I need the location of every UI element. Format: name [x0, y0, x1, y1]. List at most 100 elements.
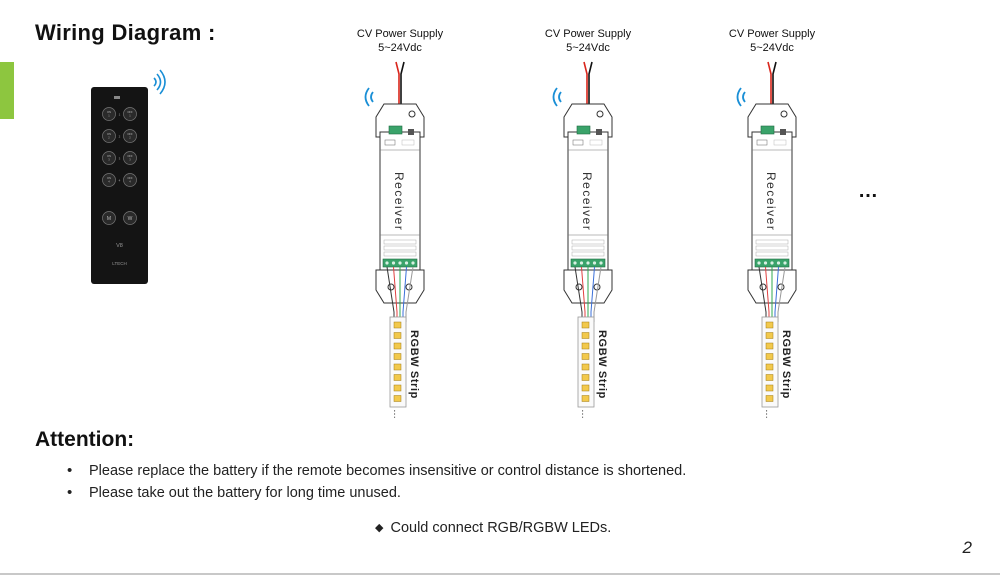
- receiver-body: Receiver: [747, 103, 797, 304]
- led-chip: [393, 342, 402, 350]
- rgbw-strip: … RGBW Strip: [761, 316, 792, 419]
- svg-text:3: 3: [129, 158, 131, 162]
- receiver-diagram: Receiver … RGBW Strip: [364, 61, 425, 419]
- svg-text:OFF: OFF: [127, 132, 133, 136]
- led-chip: [765, 363, 774, 371]
- feature-note-text: Could connect RGB/RGBW LEDs.: [390, 520, 612, 536]
- wireless-signal-icon: [364, 87, 374, 107]
- svg-text:OFF: OFF: [127, 176, 133, 180]
- led-chip: [393, 353, 402, 360]
- attention-item: Please take out the battery for long tim…: [66, 482, 686, 504]
- svg-text:2: 2: [129, 136, 131, 140]
- page-title: Wiring Diagram :: [35, 20, 216, 45]
- wireless-signal-icon: [552, 87, 562, 107]
- led-chip: [393, 374, 402, 381]
- receiver-body-label: Receiver: [764, 172, 778, 231]
- led-chip: [765, 332, 774, 339]
- strip-continuation: …: [579, 409, 590, 419]
- led-chip: [581, 384, 590, 392]
- rgbw-strip: … RGBW Strip: [389, 316, 420, 419]
- svg-text:W: W: [128, 216, 133, 222]
- power-supply-label: CV Power Supply 5~24Vdc: [513, 27, 663, 55]
- bottom-divider: [0, 573, 1000, 575]
- accent-bar: [0, 62, 14, 119]
- svg-text:4: 4: [108, 180, 110, 184]
- led-chip: [765, 395, 774, 402]
- page-number: 2: [962, 538, 972, 557]
- power-supply-title: CV Power Supply: [728, 28, 816, 40]
- wifi-signal-icon: [153, 69, 166, 95]
- svg-text:ON: ON: [107, 110, 111, 114]
- output-terminal: [570, 258, 606, 268]
- wireless-signal-icon: [736, 87, 746, 107]
- remote-zone-on-button: ON4: [102, 173, 116, 187]
- receiver-body-label: Receiver: [580, 172, 594, 231]
- strip-continuation: …: [763, 409, 774, 419]
- svg-text:ON: ON: [107, 154, 111, 158]
- strip-label: RGBW Strip: [780, 330, 792, 399]
- led-chip: [393, 332, 402, 339]
- svg-text:2: 2: [119, 135, 121, 139]
- power-supply-title: CV Power Supply: [356, 28, 444, 40]
- led-chip: [393, 363, 402, 371]
- more-receivers-ellipsis: …: [858, 180, 879, 202]
- power-supply-voltage: 5~24Vdc: [378, 42, 422, 54]
- led-chip: [393, 321, 402, 329]
- led-chip: [765, 342, 774, 350]
- remote-m-button: M: [102, 211, 116, 225]
- led-chip: [765, 374, 774, 381]
- svg-text:1: 1: [129, 114, 131, 118]
- led-chip: [581, 353, 590, 360]
- svg-text:ON: ON: [107, 176, 111, 180]
- strip-label: RGBW Strip: [408, 330, 420, 399]
- led-chip: [581, 374, 590, 381]
- led-chip: [581, 321, 590, 329]
- svg-text:2: 2: [108, 136, 110, 140]
- output-terminal: [382, 258, 418, 268]
- remote-w-button: W: [123, 211, 137, 225]
- svg-text:4: 4: [129, 180, 131, 184]
- output-terminal: [754, 258, 790, 268]
- svg-text:4: 4: [119, 179, 121, 183]
- svg-text:OFF: OFF: [127, 154, 133, 158]
- led-chip: [581, 395, 590, 402]
- led-chip: [393, 384, 402, 392]
- attention-item: Please replace the battery if the remote…: [66, 460, 686, 482]
- feature-note: ◆ Could connect RGB/RGBW LEDs.: [375, 520, 611, 536]
- rgbw-strip: … RGBW Strip: [577, 316, 608, 419]
- strip-label: RGBW Strip: [596, 330, 608, 399]
- strip-continuation: …: [391, 409, 402, 419]
- led-chip: [765, 384, 774, 392]
- led-chip: [581, 332, 590, 339]
- receiver-diagram: Receiver … RGBW Strip: [736, 61, 797, 419]
- diamond-bullet-icon: ◆: [375, 522, 384, 534]
- svg-text:M: M: [107, 216, 111, 222]
- power-supply-label: CV Power Supply 5~24Vdc: [325, 27, 475, 55]
- power-supply-title: CV Power Supply: [544, 28, 632, 40]
- remote-brand-label: LTECH: [112, 261, 126, 266]
- remote-model-label: V8: [116, 243, 123, 249]
- attention-list: Please replace the battery if the remote…: [66, 460, 686, 504]
- remote-zone-on-button: ON3: [102, 151, 116, 165]
- svg-text:3: 3: [119, 157, 121, 161]
- receiver-body: Receiver: [375, 103, 425, 304]
- receiver-diagram: Receiver … RGBW Strip: [552, 61, 613, 419]
- receiver-body-label: Receiver: [392, 172, 406, 231]
- svg-text:3: 3: [108, 158, 110, 162]
- svg-text:OFF: OFF: [127, 110, 133, 114]
- power-supply-voltage: 5~24Vdc: [566, 42, 610, 54]
- svg-text:1: 1: [108, 114, 110, 118]
- led-chip: [393, 395, 402, 402]
- attention-title: Attention:: [35, 428, 135, 451]
- svg-text:1: 1: [119, 113, 121, 117]
- remote-body: [91, 87, 148, 284]
